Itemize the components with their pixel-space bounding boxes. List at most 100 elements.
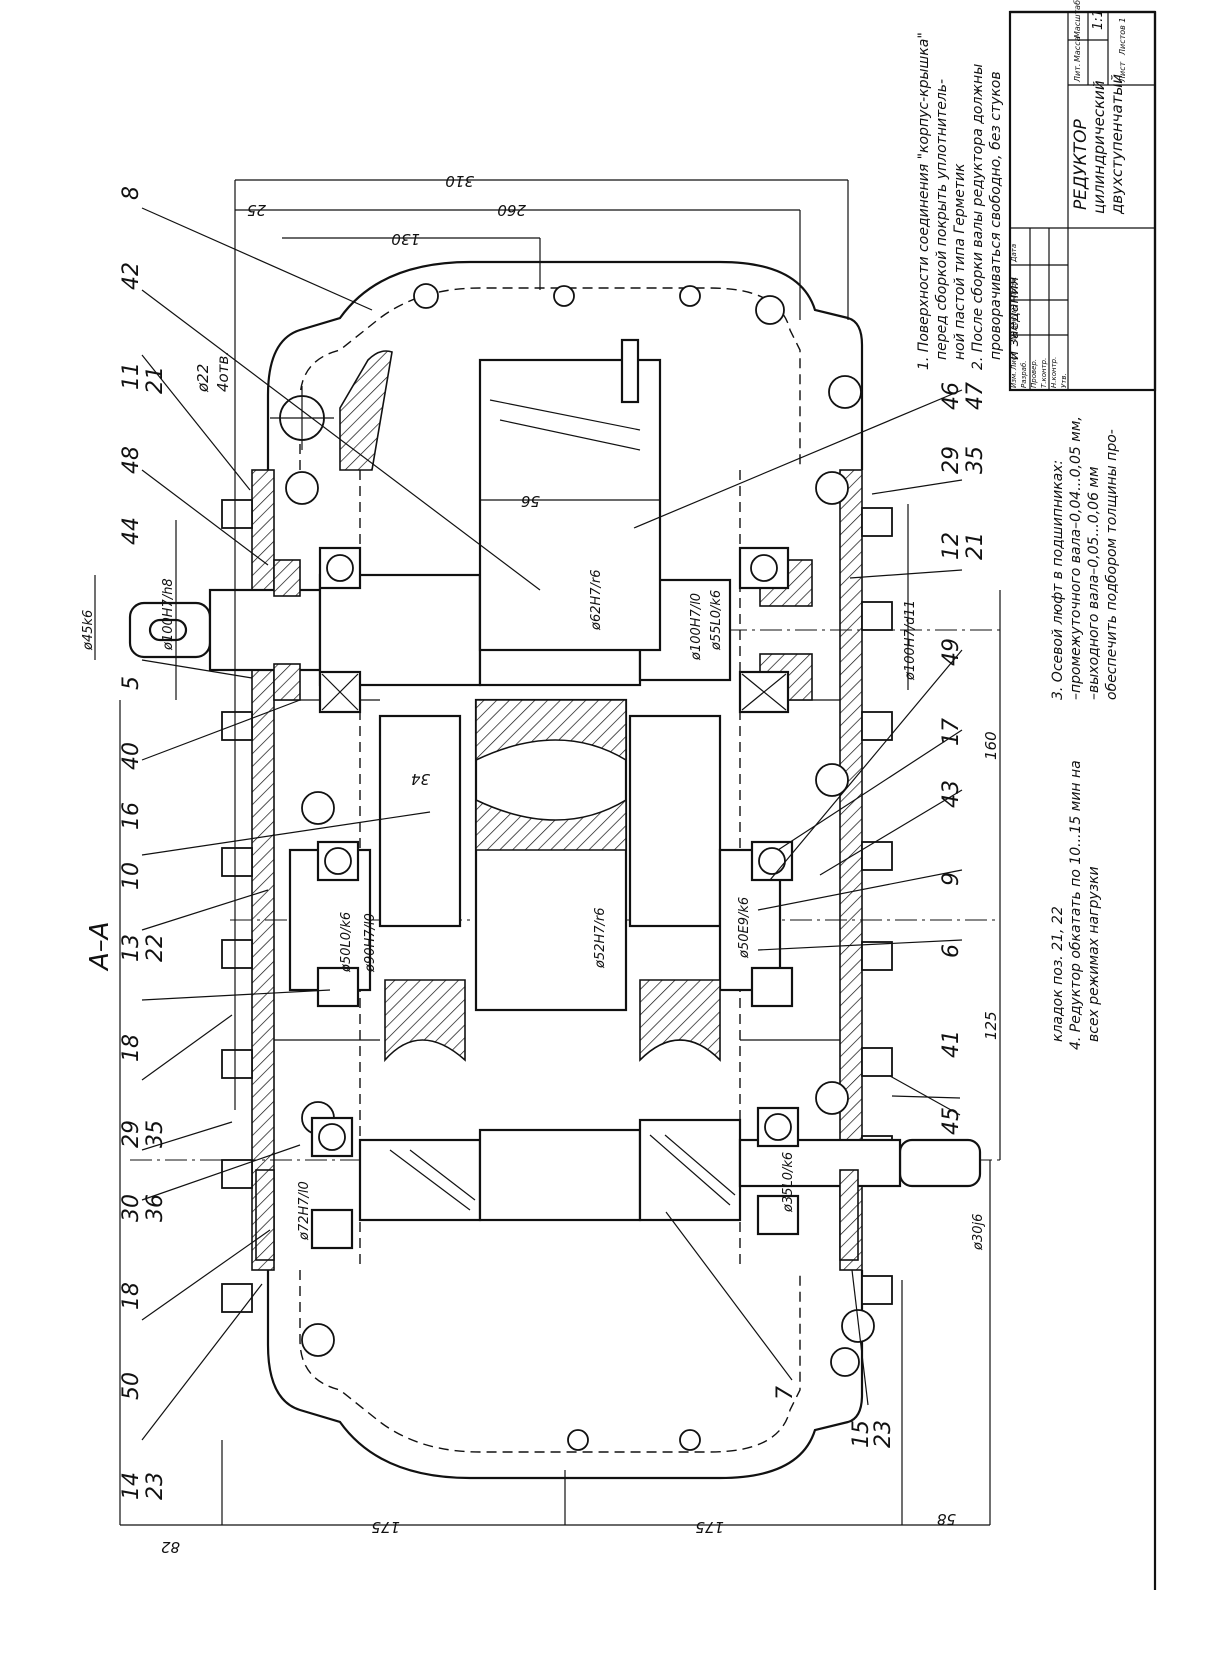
note-line-7: 3. Осевой люфт в подшипниках:: [1050, 460, 1066, 700]
col-lit: Лит.: [1073, 64, 1082, 83]
part-number-11: 11: [119, 362, 144, 390]
note-line-12: 4. Редуктор обкатать по 10...15 мин на: [1068, 760, 1084, 1050]
note-line-6: и заедания: [1006, 277, 1022, 360]
title-line-2: цилиндрический: [1090, 80, 1108, 214]
part-number-42: 42: [119, 262, 144, 290]
tb-row-10: Утв.: [1060, 373, 1068, 388]
fit-100h7d11: ø100H7/d11: [903, 600, 918, 681]
part-number-35-right: 35: [963, 446, 988, 474]
note-line-13: всех режимах нагрузки: [1086, 866, 1102, 1042]
note-line-5: проворачиваться свободно, без стуков: [988, 71, 1004, 360]
dim-260: 260: [497, 201, 526, 219]
scale-value: 1:1: [1091, 9, 1106, 30]
dim-82: 82: [161, 1538, 180, 1556]
title-line-3: двухступенчатый: [1108, 74, 1126, 215]
flange-bolts: [221, 499, 893, 1313]
fit-100h7h8: ø100H7/h8: [161, 578, 176, 651]
technical-notes: 1. Поверхности соединения "корпус-крышка…: [916, 32, 1120, 1050]
sheet-label: Лист: [1118, 61, 1127, 83]
note-line-1: 1. Поверхности соединения "корпус-крышка…: [916, 32, 932, 370]
part-number-23-left: 23: [143, 1472, 168, 1500]
part-number-13: 13: [119, 934, 144, 962]
fit-100h7l0: ø100H7/l0: [689, 593, 704, 661]
section-label: А–А: [85, 921, 115, 972]
tb-row-5: Дата: [1010, 244, 1018, 263]
col-scale: Масштаб: [1073, 0, 1082, 38]
part-number-36: 36: [143, 1194, 168, 1222]
part-number-23-right: 23: [871, 1420, 896, 1448]
fit-labels: ø45k6 ø100H7/h8 ø62H7/r6 ø100H7/l0 ø55L0…: [81, 569, 986, 1251]
dim-125: 125: [982, 1011, 1000, 1040]
title-block: РЕДУКТОР цилиндрический двухступенчатый …: [1008, 0, 1157, 392]
tb-row-8: Т.контр.: [1040, 358, 1048, 388]
part-number-7: 7: [773, 1386, 798, 1400]
output-shaft: [130, 1106, 1000, 1261]
dim-hole-count: 4отв.: [214, 351, 232, 392]
part-number-21-top: 21: [143, 366, 168, 394]
dim-58: 58: [937, 1510, 956, 1528]
note-line-4: 2. После сборки валы редуктора должны: [970, 64, 986, 370]
fit-50e9k6: ø50E9/k6: [737, 897, 752, 959]
note-line-10: обеспечить подбором толщины про-: [1104, 429, 1120, 700]
dim-310: 310: [445, 172, 474, 190]
part-number-40: 40: [119, 742, 144, 770]
intermediate-shaft: [230, 698, 1000, 1063]
part-number-15: 15: [849, 1420, 874, 1448]
dim-130: 130: [391, 230, 420, 248]
tb-row-4: Подп.: [1010, 277, 1018, 298]
fit-62h7r6: ø62H7/r6: [589, 569, 604, 631]
part-number-43: 43: [939, 780, 964, 808]
note-line-9: –выходного вала–0,05...0,06 мм: [1086, 466, 1102, 700]
part-number-8: 8: [119, 186, 144, 200]
dim-56: 56: [521, 492, 540, 510]
part-number-18-a: 18: [119, 1034, 144, 1062]
note-line-11: кладок поз. 21, 22: [1050, 906, 1066, 1042]
part-number-6: 6: [939, 944, 964, 958]
tb-row-6: Разраб.: [1020, 360, 1028, 388]
part-number-45: 45: [939, 1107, 964, 1135]
fit-35l0k6: ø35L0/k6: [781, 1152, 796, 1213]
part-number-22: 22: [143, 934, 168, 962]
dim-25: 25: [247, 201, 266, 219]
part-number-17: 17: [939, 718, 964, 746]
part-number-14: 14: [119, 1472, 144, 1500]
col-mass: Масса: [1073, 36, 1082, 62]
sheets-label: Листов 1: [1118, 17, 1127, 56]
part-number-41: 41: [939, 1030, 964, 1058]
part-number-9: 9: [939, 872, 964, 886]
part-number-48: 48: [119, 446, 144, 474]
part-number-29-right: 29: [939, 446, 964, 474]
fit-52h7r6: ø52H7/r6: [593, 907, 608, 969]
part-number-16: 16: [119, 802, 144, 830]
part-number-10: 10: [119, 862, 144, 890]
part-number-35-left: 35: [143, 1120, 168, 1148]
tb-row-1: Изм.: [1010, 372, 1018, 388]
fit-90h7l0: ø90H7/l0: [363, 913, 378, 973]
part-number-50: 50: [119, 1372, 144, 1400]
tb-row-9: Н.контр.: [1050, 357, 1058, 388]
part-number-44: 44: [119, 517, 144, 545]
note-line-8: –промежуточного вала–0,04...0,05 мм,: [1068, 416, 1084, 700]
dimension-labels: 310 260 130 25 56 34 160 125 175 175 82 …: [161, 172, 1000, 1556]
tb-row-3: № докум.: [1010, 305, 1018, 341]
cover-holes: [270, 283, 875, 1451]
dimension-lines: [94, 179, 1001, 1526]
part-number-29-left: 29: [119, 1120, 144, 1148]
top-gear: [478, 338, 662, 652]
part-number-49: 49: [939, 638, 964, 666]
note-line-3: ной пастой типа Герметик: [952, 163, 968, 360]
fit-55l0k6: ø55L0/k6: [709, 590, 724, 651]
tb-row-2: Лист: [1010, 351, 1018, 371]
part-number-18-b: 18: [119, 1282, 144, 1310]
note-line-2: перед сборкой покрыть уплотнитель-: [934, 79, 950, 360]
part-number-30: 30: [119, 1194, 144, 1222]
fit-72h7l0: ø72H7/l0: [297, 1181, 312, 1241]
tb-row-7: Провер.: [1030, 359, 1038, 388]
part-number-5: 5: [119, 676, 144, 690]
part-number-12: 12: [939, 532, 964, 560]
dim-175-left: 175: [371, 1518, 400, 1536]
title-line-1: РЕДУКТОР: [1071, 119, 1091, 210]
part-number-21-right: 21: [963, 532, 988, 560]
part-numbers: 8 42 11 21 48 44 5 40 16 10 13 22 18 29 …: [119, 186, 988, 1500]
